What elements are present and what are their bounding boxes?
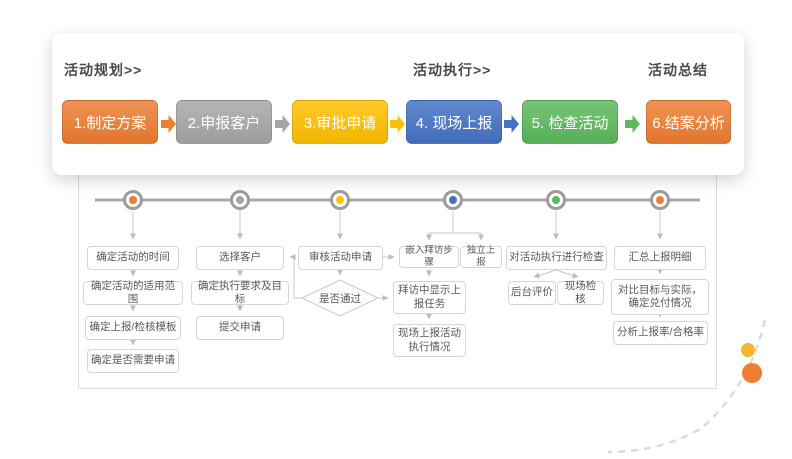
timeline-node-6 xyxy=(650,190,670,210)
flow-box-independent-report: 独立上报 xyxy=(460,245,502,268)
step-box-5-check: 5. 检查活动 xyxy=(522,100,618,144)
timeline-node-2 xyxy=(230,190,250,210)
flow-box-compare-target: 对比目标与实际，确定兑付情况 xyxy=(611,279,709,315)
flow-box-need-apply: 确定是否需要申请 xyxy=(87,349,179,373)
flow-box-select-customer: 选择客户 xyxy=(196,246,284,270)
flow-box-exec-requirements: 确定执行要求及目标 xyxy=(191,280,289,305)
arrow-right-icon xyxy=(275,115,290,133)
node-dot-icon xyxy=(336,196,344,204)
timeline-node-5 xyxy=(546,190,566,210)
decor-dot-orange-icon xyxy=(742,363,762,383)
node-dot-icon xyxy=(449,196,457,204)
step-box-4-onsite-report: 4. 现场上报 xyxy=(406,100,502,144)
section-title-execution: 活动执行>> xyxy=(413,62,492,78)
node-dot-icon xyxy=(236,196,244,204)
flow-box-onsite-report-status: 现场上报活动执行情况 xyxy=(393,324,466,357)
timeline-node-1 xyxy=(123,190,143,210)
process-card: 活动规划>> 活动执行>> 活动总结 1.制定方案 2.申报客户 3.审批申请 … xyxy=(52,33,744,175)
arrow-right-icon xyxy=(625,115,640,133)
step-box-2-declare-customer: 2.申报客户 xyxy=(176,100,272,144)
arrow-right-icon xyxy=(161,115,176,133)
decision-pass-label: 是否通过 xyxy=(319,293,361,305)
flow-box-summary-detail: 汇总上报明细 xyxy=(614,246,706,270)
section-title-planning: 活动规划>> xyxy=(64,62,143,78)
arrow-right-icon xyxy=(504,115,519,133)
flow-box-show-report-task: 拜访中显示上报任务 xyxy=(393,281,466,314)
section-title-summary: 活动总结 xyxy=(648,62,708,78)
arrow-right-icon xyxy=(390,115,405,133)
flow-box-onsite-check: 现场检核 xyxy=(557,280,604,305)
node-dot-icon xyxy=(656,196,664,204)
flow-box-report-template: 确定上报/检核模板 xyxy=(85,316,181,340)
flow-box-activity-scope: 确定活动的适用范围 xyxy=(83,280,183,305)
flow-box-submit-apply: 提交申请 xyxy=(196,316,284,340)
timeline-node-4 xyxy=(443,190,463,210)
node-dot-icon xyxy=(552,196,560,204)
flow-box-activity-time: 确定活动的时间 xyxy=(87,246,179,270)
flow-box-analyze-rate: 分析上报率/合格率 xyxy=(613,321,708,345)
flow-box-check-execution: 对活动执行进行检查 xyxy=(506,246,607,270)
timeline-node-3 xyxy=(330,190,350,210)
step-box-3-approve: 3.审批申请 xyxy=(292,100,388,144)
node-dot-icon xyxy=(129,196,137,204)
flow-box-backend-eval: 后台评价 xyxy=(508,281,556,305)
flow-box-review-apply: 审核活动申请 xyxy=(298,246,383,270)
step-box-1-plan: 1.制定方案 xyxy=(62,100,158,144)
flow-box-embed-visit: 嵌入拜访步骤 xyxy=(399,245,459,268)
decor-dot-yellow-icon xyxy=(741,343,755,357)
step-box-6-analysis: 6.结案分析 xyxy=(646,100,731,144)
